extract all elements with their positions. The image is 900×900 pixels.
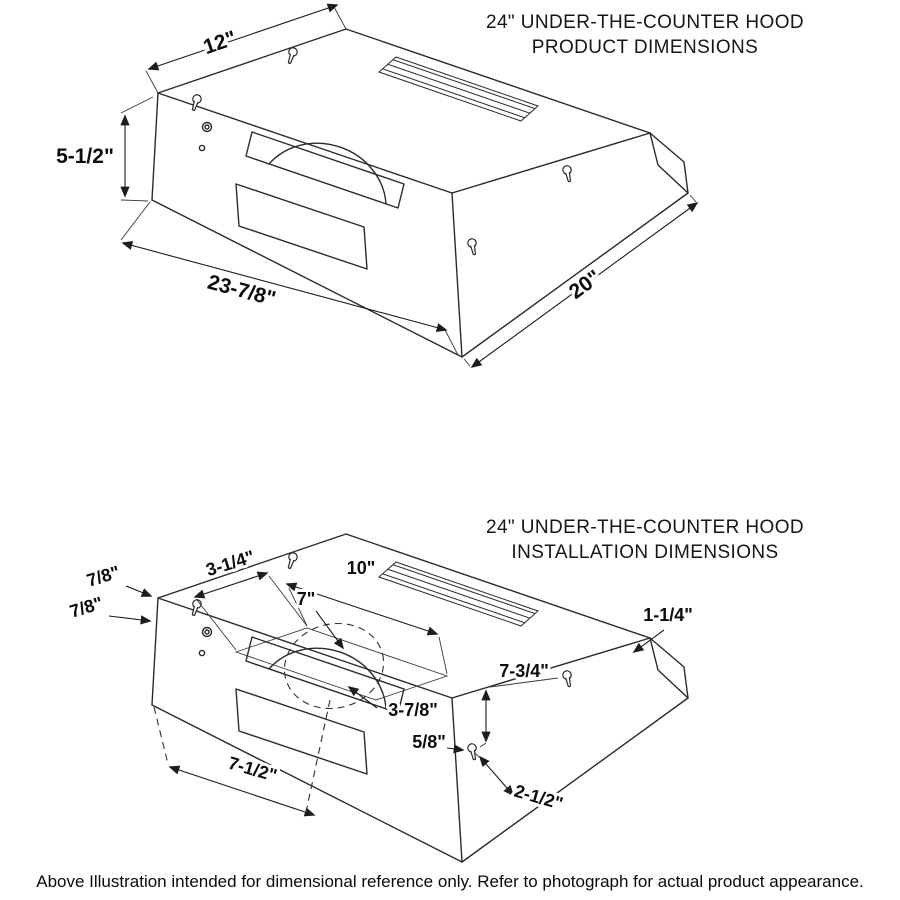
dim-cutout-width: 10" xyxy=(285,555,448,675)
installation-diagram: 24" UNDER-THE-COUNTER HOOD INSTALLATION … xyxy=(64,517,804,862)
left-corner-extension xyxy=(153,706,169,765)
lamp-lens-panel xyxy=(235,183,368,270)
hood-front-corner-edge xyxy=(451,192,463,358)
hood-isometric-linework xyxy=(151,28,689,358)
hood-corner-chamfer xyxy=(649,132,689,194)
dim-chamfer: 1-1/4" xyxy=(632,602,696,653)
dim-label-top-edge: 12" xyxy=(200,27,239,60)
product-title-line2: PRODUCT DIMENSIONS xyxy=(532,37,758,58)
dim-side-depth: 20" xyxy=(463,194,699,368)
duct-cutout-rectangle xyxy=(234,627,449,701)
dim-left-height: 5-1/2" xyxy=(53,96,154,202)
dim-rear-keyhole-height: 7-3/4" xyxy=(479,658,559,748)
dim-keyhole-slot: 5/8" xyxy=(409,729,465,755)
dim-duct-center-to-front: 3-7/8" xyxy=(347,686,441,723)
reference-note: Above Illustration intended for dimensio… xyxy=(36,872,864,891)
dim-label-keyhole-from-bottom: 2-1/2" xyxy=(512,781,565,814)
dim-top-edge: 12" xyxy=(145,3,347,94)
keyhole-slot xyxy=(466,237,480,257)
dim-label-duct-diameter: 7" xyxy=(297,589,316,609)
dim-label-offset-top: 7/8" xyxy=(84,562,122,591)
dim-label-side-depth: 20" xyxy=(565,266,605,304)
installation-title-line2: INSTALLATION DIMENSIONS xyxy=(511,542,778,563)
dim-label-chamfer: 1-1/4" xyxy=(643,605,693,625)
keyhole-slot xyxy=(561,164,575,184)
hood-top-right-edge xyxy=(451,132,651,194)
dim-label-cutout-depth: 3-1/4" xyxy=(204,546,257,580)
vent-grille xyxy=(378,56,539,122)
dim-duct-center-from-left: 7-1/2" xyxy=(168,750,316,817)
installation-hood-linework xyxy=(152,534,688,862)
dim-label-cutout-width: 10" xyxy=(347,558,376,578)
dim-label-left-height: 5-1/2" xyxy=(56,145,114,168)
dim-label-duct-center-from-left: 7-1/2" xyxy=(226,753,279,786)
dim-duct-diameter: 7" xyxy=(294,586,344,650)
dim-label-front-width: 23-7/8" xyxy=(205,271,278,311)
dim-offset-left: 7/8" xyxy=(64,590,152,625)
screw-head xyxy=(198,144,206,152)
screw-grommet xyxy=(201,121,213,133)
installation-title-line1: 24" UNDER-THE-COUNTER HOOD xyxy=(486,517,804,538)
duct-hole-dashed-circle xyxy=(283,622,385,710)
dim-keyhole-from-bottom: 2-1/2" xyxy=(473,751,568,817)
duct-plate xyxy=(245,131,405,209)
product-title-line1: 24" UNDER-THE-COUNTER HOOD xyxy=(486,12,804,33)
keyhole-slot xyxy=(188,93,203,113)
dim-label-keyhole-slot: 5/8" xyxy=(412,732,446,752)
dim-front-width: 23-7/8" xyxy=(120,201,459,356)
screw-grommet-inner xyxy=(204,124,210,130)
hood-top-front-edge xyxy=(157,92,453,194)
dim-offset-top: 7/8" xyxy=(81,559,153,597)
dim-label-rear-keyhole-height: 7-3/4" xyxy=(499,661,549,681)
duct-dome-arc xyxy=(268,142,387,205)
dim-label-offset-left: 7/8" xyxy=(67,593,105,622)
dim-label-duct-center-to-front: 3-7/8" xyxy=(388,700,438,720)
